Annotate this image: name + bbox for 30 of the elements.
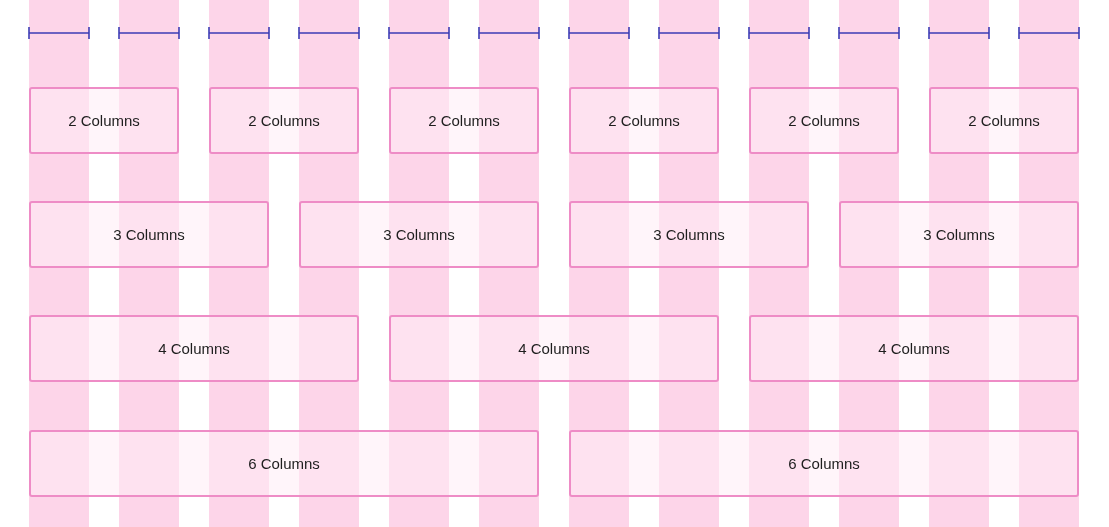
span-label: 4 Columns (518, 340, 590, 357)
span-label: 2 Columns (788, 112, 860, 129)
column-span-box (29, 201, 269, 268)
column-span-box (29, 430, 539, 497)
column-span-box (299, 201, 539, 268)
span-label: 3 Columns (383, 226, 455, 243)
span-label: 2 Columns (428, 112, 500, 129)
span-label: 6 Columns (788, 455, 860, 472)
column-span-box (389, 87, 539, 154)
span-label: 4 Columns (158, 340, 230, 357)
span-label: 3 Columns (923, 226, 995, 243)
span-label: 2 Columns (248, 112, 320, 129)
column-span-box (749, 87, 899, 154)
span-label: 2 Columns (968, 112, 1040, 129)
column-span-box (569, 201, 809, 268)
column-span-box (29, 315, 359, 382)
span-label: 3 Columns (653, 226, 725, 243)
span-label: 6 Columns (248, 455, 320, 472)
span-label: 3 Columns (113, 226, 185, 243)
column-span-box (209, 87, 359, 154)
column-span-box (929, 87, 1079, 154)
span-label: 2 Columns (68, 112, 140, 129)
column-span-box (839, 201, 1079, 268)
span-label: 2 Columns (608, 112, 680, 129)
column-span-box (569, 87, 719, 154)
column-span-box (29, 87, 179, 154)
column-span-box (749, 315, 1079, 382)
column-span-box (389, 315, 719, 382)
column-span-box (569, 430, 1079, 497)
span-label: 4 Columns (878, 340, 950, 357)
